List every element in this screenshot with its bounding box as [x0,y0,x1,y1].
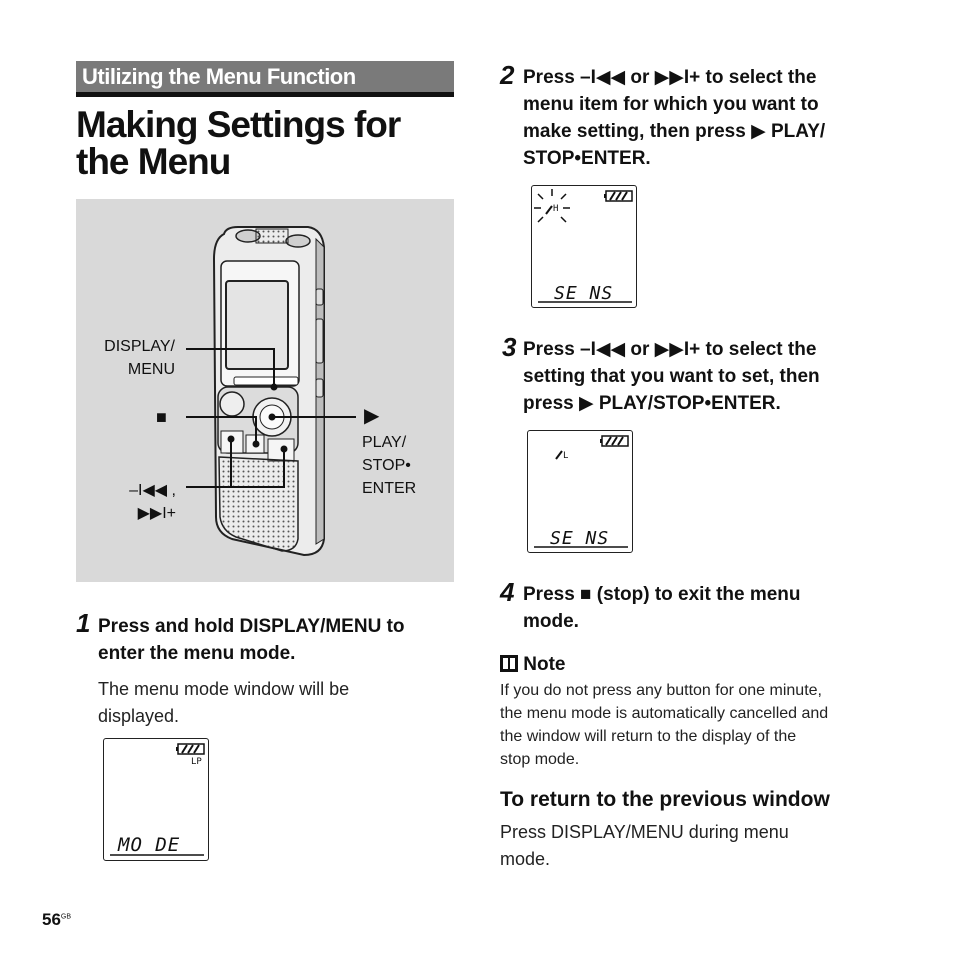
recorder-drawing [186,226,356,557]
note-line-2: the menu mode is automatically cancelled… [500,705,829,722]
mic-right [285,234,311,248]
label-skip-line-1: –I◀◀ , [129,482,176,499]
lcd-sens-h-text: SE NS [554,283,613,304]
page-title-line-1: Making Settings for [76,104,401,145]
step-2-line-4: STOP•ENTER. [523,148,651,169]
step-3-instruction: Press –I◀◀ or ▶▶I+ to select the setting… [523,336,903,417]
step-4-number: 4 [500,577,515,607]
note-line-1: If you do not press any button for one m… [500,682,822,699]
label-skip: –I◀◀ , ▶▶I+ [120,479,176,525]
step-1-detail-line-2: displayed. [98,706,180,726]
note-heading-text: Note [523,654,566,675]
lcd-sens-h-window: H SE NS [531,185,637,308]
microphone-icon [545,205,553,215]
lcd-mode-window: LP MO DE [103,738,209,861]
hold-switch [315,378,324,398]
step-2-instruction: Press –I◀◀ or ▶▶I+ to select the menu it… [523,64,903,172]
callout-dot-skip-back [227,435,235,443]
battery-level-bars [605,436,624,446]
section-header: Utilizing the Menu Function [76,61,454,97]
battery-level-bars [181,744,200,754]
lcd-sens-l-indicator: L [563,451,568,461]
record-button [219,391,245,417]
return-section-heading: To return to the previous window [500,788,830,811]
battery-tip [600,439,602,443]
page-number: 56GB [42,910,71,930]
page-title: Making Settings for the Menu [76,106,456,180]
lcd-mode-indicator: LP [191,757,202,767]
label-play-stop-enter: PLAY/ STOP• ENTER [362,431,416,500]
label-display-menu-line-2: MENU [127,361,175,378]
battery-level-bars [609,191,628,201]
step-2-line-2: menu item for which you want to [523,94,819,115]
lcd-mode-text: MO DE [117,834,180,856]
step-1-number: 1 [76,608,91,638]
step-1-instruction: Press and hold DISPLAY/MENU to enter the… [98,613,454,667]
step-3-line-2: setting that you want to set, then [523,366,820,387]
step-1-line-1: Press and hold DISPLAY/MENU to [98,616,405,637]
device-illustration: DISPLAY/ MENU ■ ▶ PLAY/ STOP• ENTER –I◀◀… [76,199,454,582]
lcd-sens-h-drawing: H SE NS [534,189,633,304]
note-heading: Note [500,654,566,676]
step-1-detail-line-1: The menu mode window will be [98,679,350,699]
step-1-line-2: enter the menu mode. [98,643,296,664]
microphone-icon [555,450,563,460]
step-2-number: 2 [500,60,515,90]
step-2-line-1: Press –I◀◀ or ▶▶I+ to select the [523,67,817,88]
return-section-line-1: Press DISPLAY/MENU during menu [500,822,789,842]
note-line-4: stop mode. [500,751,580,768]
callout-dot-skip-forward [280,445,288,453]
step-3-number: 3 [502,332,517,362]
lcd-sens-h-indicator: H [553,204,558,214]
callout-skip-forward [186,449,285,488]
callout-dot-stop [252,440,260,448]
label-play-line-3: ENTER [362,480,417,497]
mic-grille [255,228,289,244]
play-arrow-label: ▶ [364,405,380,427]
callout-dot-play [268,413,276,421]
side-switch [315,288,324,306]
lcd-sens-l-text: SE NS [550,528,609,549]
callout-dot-display-menu [270,383,278,391]
battery-tip [176,747,178,751]
note-body: If you do not press any button for one m… [500,679,890,771]
step-4-line-2: mode. [523,611,579,632]
battery-tip [604,194,606,198]
section-header-text: Utilizing the Menu Function [82,64,356,89]
page-number-value: 56 [42,910,61,929]
label-display-menu-line-1: DISPLAY/ [104,338,175,355]
step-4-instruction: Press ■ (stop) to exit the menu mode. [523,581,903,635]
step-2-line-3: make setting, then press ▶ PLAY/ [523,121,826,142]
lcd-sens-l-window: L SE NS [527,430,633,553]
lcd-screen [225,280,289,370]
lcd-mode-drawing: LP MO DE [110,743,205,856]
callout-stop [186,416,257,444]
note-line-3: the window will return to the display of… [500,728,797,745]
callout-display-menu [186,348,275,387]
volume-rocker [315,318,324,364]
return-section-body: Press DISPLAY/MENU during menu mode. [500,819,880,873]
blinking-rays-icon [534,189,570,223]
display-menu-button [233,376,299,386]
page-number-suffix: GB [60,913,72,921]
step-3-line-3: press ▶ PLAY/STOP•ENTER. [523,393,781,414]
label-skip-line-2: ▶▶I+ [137,505,176,522]
lcd-sens-l-drawing: L SE NS [534,435,629,549]
step-1-detail: The menu mode window will be displayed. [98,676,454,730]
step-3-line-1: Press –I◀◀ or ▶▶I+ to select the [523,339,817,360]
label-play-line-2: STOP• [362,457,411,474]
page-title-line-2: the Menu [76,141,231,182]
label-display-menu: DISPLAY/ MENU [100,335,175,381]
label-play-line-1: PLAY/ [362,434,407,451]
speaker-grille [218,456,299,552]
label-stop: ■ [156,407,167,427]
step-4-line-1: Press ■ (stop) to exit the menu [523,584,801,605]
note-icon [500,655,518,672]
return-section-line-2: mode. [500,849,551,869]
